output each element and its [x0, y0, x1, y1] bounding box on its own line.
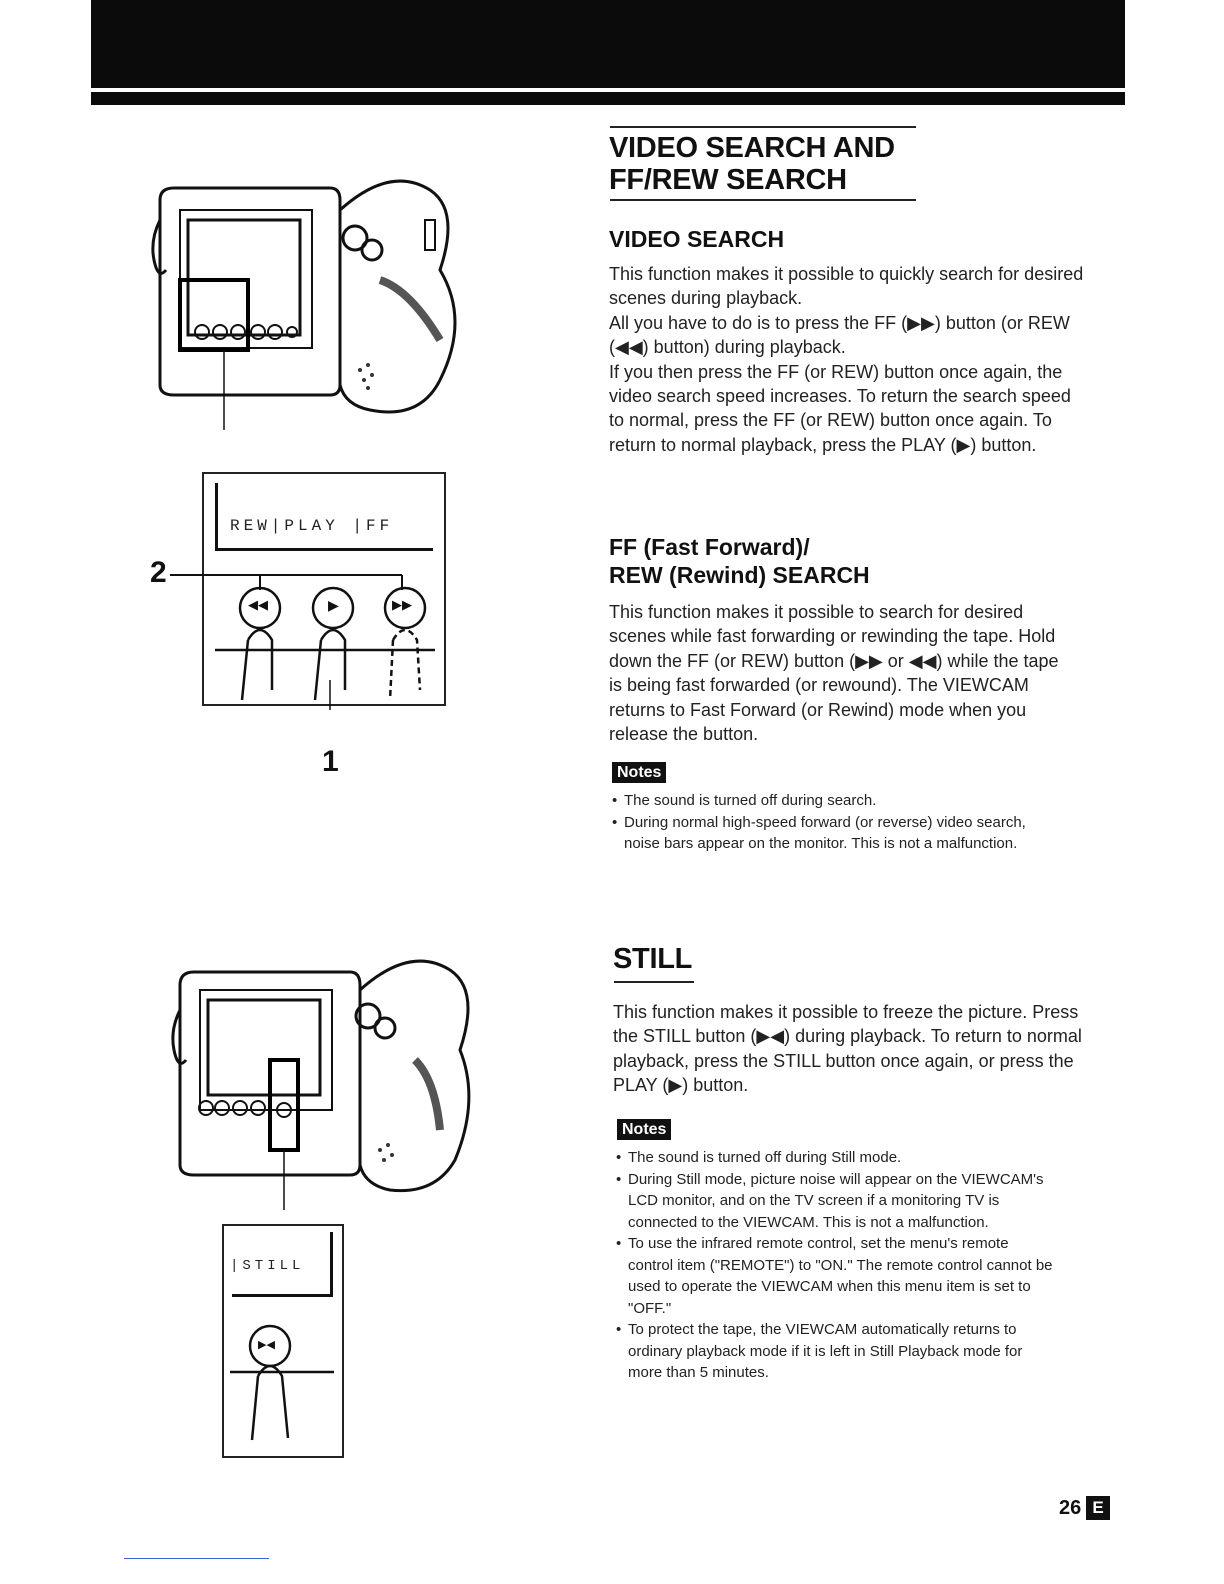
language-badge: E [1086, 1496, 1110, 1520]
note-item: To protect the tape, the VIEWCAM automat… [616, 1319, 1056, 1384]
button-detail-box-1 [202, 472, 446, 706]
panel-edge-2-bottom [232, 1294, 333, 1297]
rew-play-ff-label: REW|PLAY |FF [230, 517, 394, 535]
title-rule-bottom [610, 199, 916, 201]
still-body: This function makes it possible to freez… [613, 1000, 1093, 1098]
note-item: During Still mode, picture noise will ap… [616, 1169, 1056, 1234]
header-bar [91, 0, 1125, 88]
panel-edge-bottom [215, 548, 433, 551]
video-search-heading: VIDEO SEARCH [609, 226, 785, 252]
still-paragraph: This function makes it possible to freez… [613, 1002, 1082, 1096]
callout-1: 1 [322, 745, 339, 778]
panel-edge-2 [330, 1232, 333, 1296]
note-item: To use the infrared remote control, set … [616, 1233, 1056, 1319]
page-title-line2: FF/REW SEARCH [609, 164, 847, 196]
camcorder-illustration-2 [171, 959, 471, 1210]
note-item: The sound is turned off during Still mod… [616, 1147, 1056, 1169]
still-heading: STILL [613, 943, 693, 975]
finger-still-illustration [230, 1324, 334, 1441]
video-search-paragraph: This function makes it possible to quick… [609, 264, 1084, 309]
ff-rew-body: This function makes it possible to searc… [609, 600, 1064, 746]
finger-buttons-illustration [170, 574, 435, 710]
page-title: VIDEO SEARCH AND FF/REW SEARCH [609, 132, 895, 196]
camcorder-illustration-1 [151, 179, 457, 430]
ff-button-icon: ▶▶ [392, 597, 412, 612]
ff-rew-heading-line1: FF (Fast Forward)/ [609, 534, 810, 560]
notes-list-2: The sound is turned off during Still mod… [616, 1147, 1056, 1384]
rew-button-icon: ◀◀ [248, 597, 268, 612]
page-number: 26 [1059, 1497, 1082, 1519]
still-button-icon: ▶◀ [258, 1339, 275, 1351]
video-search-paragraph: If you then press the FF (or REW) button… [609, 361, 1071, 455]
ff-rew-heading-line2: REW (Rewind) SEARCH [609, 562, 870, 588]
ff-rew-heading: FF (Fast Forward)/ REW (Rewind) SEARCH [609, 533, 870, 589]
note-item: During normal high-speed forward (or rev… [612, 812, 1052, 855]
notes-badge: Notes [612, 762, 667, 783]
page-title-line1: VIDEO SEARCH AND [609, 132, 895, 164]
notes-list-1: The sound is turned off during search. D… [612, 790, 1052, 855]
footer-link-underline[interactable] [124, 1558, 269, 1559]
ff-rew-paragraph: This function makes it possible to searc… [609, 602, 1059, 745]
notes-badge: Notes [617, 1119, 672, 1140]
still-label: |STILL [230, 1258, 305, 1274]
panel-edge [215, 483, 218, 551]
button-detail-box-2 [222, 1224, 344, 1458]
video-search-paragraph: All you have to do is to press the FF (▶… [609, 312, 1070, 358]
callout-2: 2 [150, 556, 167, 589]
video-search-body: This function makes it possible to quick… [609, 262, 1084, 457]
play-button-icon: ▶ [328, 597, 339, 613]
title-rule-top [610, 126, 916, 128]
note-item: The sound is turned off during search. [612, 790, 1052, 812]
header-rule [91, 92, 1125, 105]
still-heading-rule [614, 981, 694, 983]
